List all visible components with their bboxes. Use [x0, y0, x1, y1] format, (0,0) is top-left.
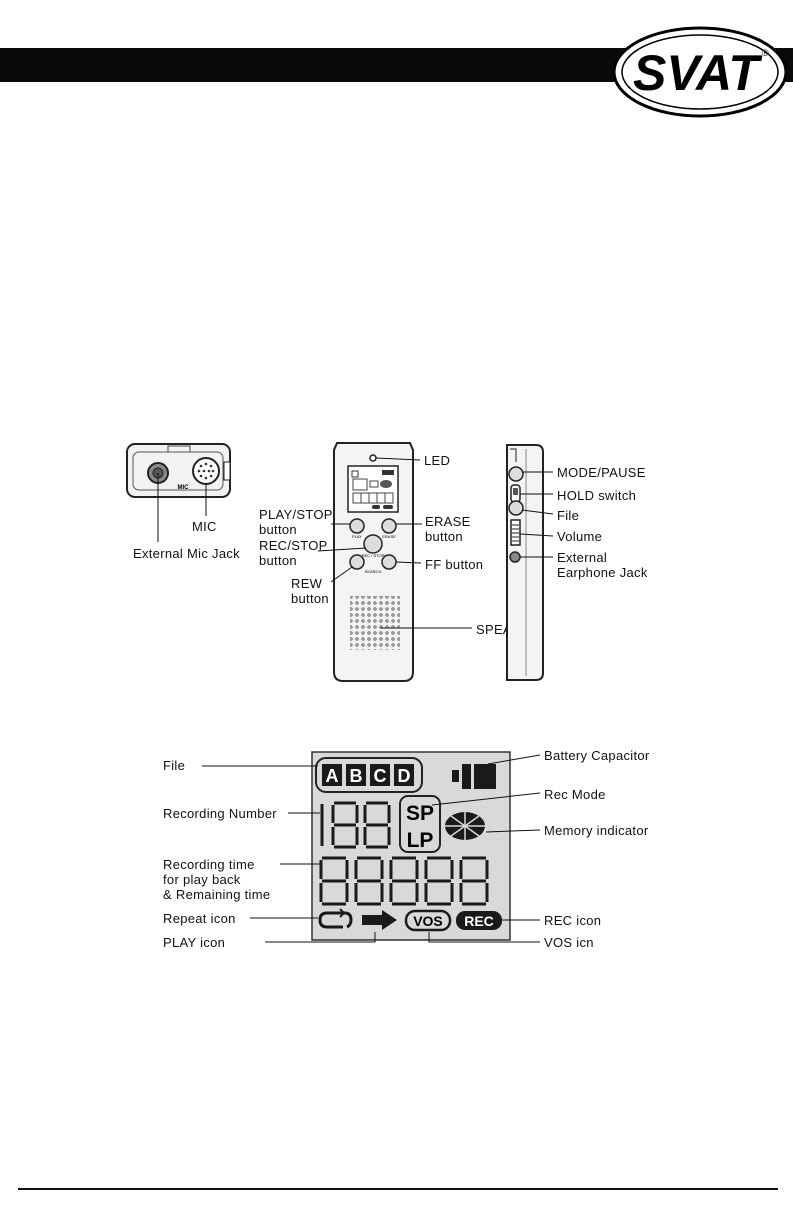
vos-frame	[404, 909, 452, 932]
mode-sp: SP	[406, 802, 434, 825]
print-erase: ERASE	[382, 534, 396, 539]
mode-lp: LP	[407, 829, 434, 852]
mode-pause-button-shape	[508, 466, 524, 482]
label-external-mic-jack: External Mic Jack	[133, 546, 240, 561]
label-rec-icon: REC icon	[544, 913, 602, 928]
label-play-icon: PLAY icon	[163, 935, 226, 950]
label-recording-time: Recording time for play back & Remaining…	[163, 857, 271, 902]
file-letter-box-b	[346, 764, 366, 786]
battery-icon	[452, 764, 496, 789]
rec-badge	[456, 911, 502, 930]
file-letter-box-a	[322, 764, 342, 786]
label-mode-pause: MODE/PAUSE	[557, 465, 646, 480]
print-play: PLAY	[352, 534, 362, 539]
label-earphone-jack: External Earphone Jack	[557, 550, 648, 580]
speaker-grille	[350, 596, 400, 650]
label-erase: ERASE button	[425, 514, 471, 544]
play-stop-button-shape	[349, 518, 365, 534]
label-repeat-icon: Repeat icon	[163, 911, 236, 926]
rec-text: REC	[464, 913, 494, 929]
label-mic: MIC	[192, 519, 217, 534]
label-vos-icon: VOS icn	[544, 935, 594, 950]
label-play-stop: PLAY/STOP button	[259, 507, 333, 537]
file-letter-b: B	[350, 766, 363, 786]
label-rew: REW button	[291, 576, 329, 606]
label-recording-number: Recording Number	[163, 806, 277, 821]
label-rec-stop: REC/STOP button	[259, 538, 328, 568]
label-led: LED	[424, 453, 451, 468]
label-hold-switch: HOLD switch	[557, 488, 637, 503]
print-rec-stop: REC / STOP	[362, 553, 385, 558]
label-battery: Battery Capacitor	[544, 748, 650, 763]
registered-mark: ®	[762, 48, 769, 58]
label-ff: FF button	[425, 557, 484, 572]
label-memory-indicator: Memory indicator	[544, 823, 649, 838]
rec-mode-frame	[399, 795, 441, 853]
rec-stop-button-shape	[363, 534, 383, 554]
print-search: SEARCH	[365, 569, 382, 574]
file-letter-box-d	[394, 764, 414, 786]
footer-rule	[18, 1188, 778, 1190]
top-view-notch	[223, 461, 231, 481]
file-letters: A B C D	[322, 764, 414, 786]
svat-logo: SVAT ®	[612, 26, 788, 118]
memory-indicator-icon	[445, 812, 485, 840]
file-letter-a: A	[326, 766, 339, 786]
file-letter-d: D	[398, 766, 411, 786]
label-file-side: File	[557, 508, 580, 523]
time-digits	[319, 856, 489, 906]
file-letters-frame	[315, 757, 423, 793]
label-volume: Volume	[557, 529, 603, 544]
file-letter-c: C	[374, 766, 387, 786]
label-rec-mode: Rec Mode	[544, 787, 606, 802]
logo-text: SVAT	[633, 45, 763, 101]
play-arrow-icon	[362, 910, 397, 930]
rew-button-shape	[349, 554, 365, 570]
recording-number-digits	[320, 801, 391, 849]
mic-grille-holes	[197, 462, 215, 480]
erase-button-shape	[381, 518, 397, 534]
file-button-shape	[508, 500, 524, 516]
label-lcd-file: File	[163, 758, 186, 773]
file-letter-box-c	[370, 764, 390, 786]
mic-print: MIC	[178, 485, 190, 491]
repeat-icon	[318, 908, 353, 929]
vos-text: VOS	[413, 913, 443, 929]
top-view-inner	[132, 451, 224, 491]
